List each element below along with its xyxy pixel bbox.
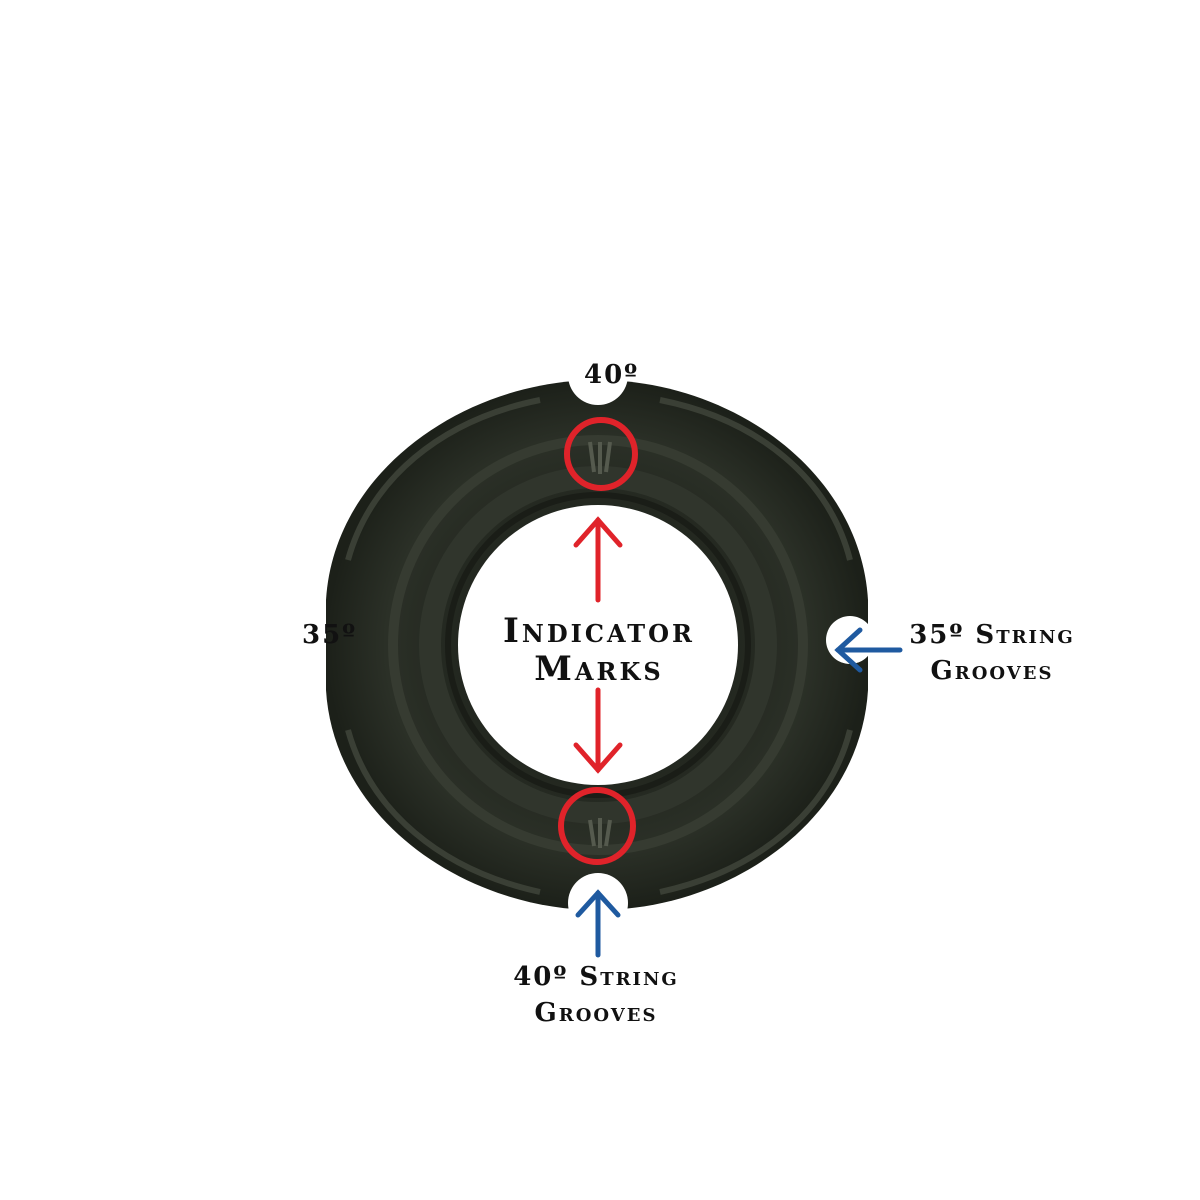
bottom-indicator-circle-icon (558, 787, 636, 865)
right-groove-arrow-icon (834, 627, 903, 673)
right-groove-line1: 35º String (909, 620, 1075, 650)
right-groove-label: 35º String Grooves (906, 622, 1078, 684)
peep-sight-body (326, 380, 868, 910)
bottom-groove-label: 40º String Grooves (510, 964, 682, 1026)
left-angle-label: 35º (302, 620, 358, 650)
lower-red-arrow-icon (573, 687, 623, 774)
top-indicator-circle-icon (564, 417, 638, 491)
bottom-groove-arrow-icon (575, 889, 621, 958)
top-angle-label: 40º (584, 360, 640, 390)
indicator-marks-line2: Marks (534, 649, 664, 689)
bottom-groove-line2: Grooves (534, 998, 658, 1028)
indicator-marks-line1: Indicator (502, 611, 695, 651)
bottom-groove-line1: 40º String (513, 962, 679, 992)
right-groove-line2: Grooves (930, 656, 1054, 686)
upper-red-arrow-icon (573, 516, 623, 603)
indicator-marks-label: Indicator Marks (468, 614, 730, 686)
